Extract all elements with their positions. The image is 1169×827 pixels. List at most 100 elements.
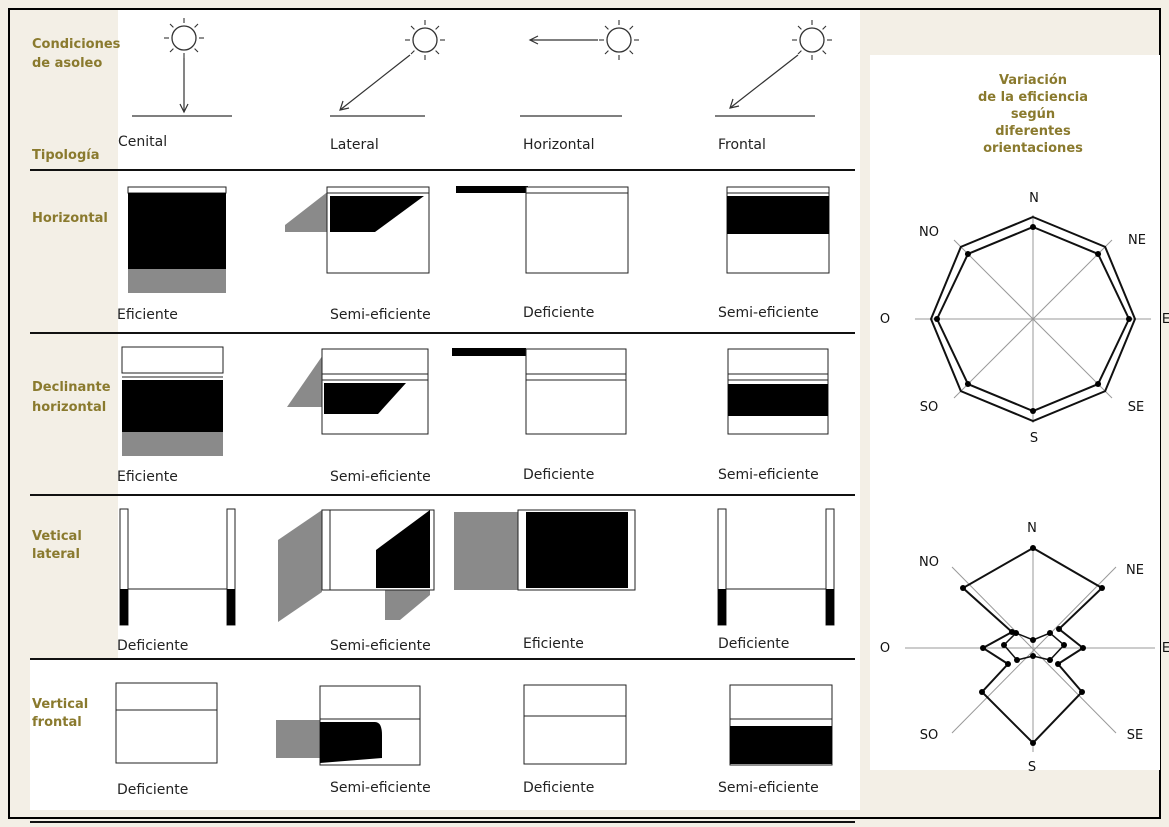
rating-r1-c4: Semi-eficiente — [718, 305, 819, 321]
sun-condition-label-lateral: Lateral — [330, 137, 379, 153]
compass-bottom-point-0 — [1030, 545, 1036, 551]
compass-top-label-s: S — [1030, 431, 1038, 446]
row-label-vertical-frontal-2: frontal — [32, 715, 82, 730]
compass-top-inner-polygon-point-se — [1095, 381, 1102, 388]
cell-vertical-frontal-horizontal — [523, 684, 627, 765]
ray-frontal-arrowhead — [729, 98, 740, 109]
compass-bottom-point-11 — [960, 585, 966, 591]
compass-top-label-e: E — [1162, 312, 1169, 327]
row-label-declinante-2: horizontal — [32, 400, 106, 415]
compass-bottom-point-7 — [979, 689, 985, 695]
ray-frontal — [729, 54, 799, 109]
cell-declinante-cenital — [121, 346, 224, 456]
efficiency-compass-top: N NE E SE S SO O NO — [880, 191, 1169, 446]
sun-condition-label-horizontal: Horizontal — [523, 137, 594, 153]
compass-top-label-so: SO — [920, 400, 938, 415]
row-label-vetical-1: Vetical — [32, 529, 82, 544]
compass-bottom-point-17 — [1014, 657, 1020, 663]
rating-r1-c1: Eficiente — [117, 307, 178, 323]
compass-top-inner-polygon-point-no — [964, 250, 971, 257]
row-label-vetical-2: lateral — [32, 547, 80, 562]
compass-top-label-ne: NE — [1128, 233, 1146, 248]
compass-bottom-label-so: SO — [920, 728, 938, 743]
rating-r4-c1: Deficiente — [117, 782, 188, 798]
compass-bottom-label-ne: NE — [1126, 563, 1144, 578]
cell-declinante-horizontal — [452, 348, 627, 435]
compass-bottom-label-o: O — [880, 641, 890, 656]
row-label-horizontal: Horizontal — [32, 211, 108, 226]
rating-r3-c3: Eficiente — [523, 636, 584, 652]
rating-r1-c2: Semi-eficiente — [330, 307, 431, 323]
compass-top-inner-polygon-point-e — [1126, 316, 1132, 322]
conditions-label-line-2: de asoleo — [32, 56, 102, 71]
compass-bottom-label-se: SE — [1127, 728, 1143, 743]
compass-bottom-point-12 — [1030, 637, 1036, 643]
rating-r1-c3: Deficiente — [523, 305, 594, 321]
compass-bottom-point-18 — [1001, 642, 1007, 648]
cell-vertical-frontal-cenital — [115, 682, 218, 764]
typology-label: Tipología — [32, 148, 99, 163]
ray-cenital-arrowhead — [179, 103, 189, 114]
cell-vertical-lateral-lateral — [278, 509, 435, 622]
row-label-declinante-1: Declinante — [32, 380, 111, 395]
compass-top-inner-polygon-point-n — [1030, 224, 1036, 230]
compass-top-inner-polygon-point-s — [1030, 408, 1036, 414]
compass-top-label-se: SE — [1128, 400, 1144, 415]
cell-vertical-lateral-frontal — [717, 508, 835, 626]
efficiency-title-line-1: Variación — [999, 73, 1067, 88]
compass-bottom-axis-sone — [951, 566, 1117, 734]
compass-top-outer-polygon — [929, 215, 1137, 423]
sun-condition-label-cenital: Cenital — [118, 134, 167, 150]
conditions-label-line-1: Condiciones — [32, 37, 121, 52]
efficiency-title-line-3: según — [1011, 107, 1055, 122]
compass-top-label-n: N — [1029, 191, 1039, 206]
ray-horizontal-arrowhead — [528, 35, 539, 45]
rating-r4-c4: Semi-eficiente — [718, 780, 819, 796]
rating-r4-c2: Semi-eficiente — [330, 780, 431, 796]
compass-bottom-point-19 — [1013, 630, 1019, 636]
cell-vertical-frontal-lateral — [276, 685, 421, 766]
compass-bottom-label-e: E — [1162, 641, 1169, 656]
ray-lateral-arrowhead — [339, 100, 350, 111]
compass-bottom-point-5 — [1079, 689, 1085, 695]
rating-r3-c1: Deficiente — [117, 638, 188, 654]
rating-r2-c3: Deficiente — [523, 467, 594, 483]
rating-r2-c2: Semi-eficiente — [330, 469, 431, 485]
compass-bottom-point-6 — [1030, 740, 1036, 746]
compass-top-inner-polygon-point-ne — [1095, 250, 1102, 257]
efficiency-title-line-4: diferentes — [995, 124, 1071, 139]
rating-r4-c3: Deficiente — [523, 780, 594, 796]
compass-bottom-label-no: NO — [919, 555, 939, 570]
compass-top-inner-polygon-point-o — [934, 316, 940, 322]
sun-icon-frontal — [792, 20, 832, 60]
compass-bottom-point-1 — [1099, 585, 1105, 591]
compass-bottom-label-s: S — [1028, 760, 1036, 775]
efficiency-title-line-5: orientaciones — [983, 141, 1083, 156]
compass-bottom-point-14 — [1061, 642, 1067, 648]
compass-bottom-point-16 — [1030, 653, 1036, 659]
row-label-vertical-frontal-1: Vertical — [32, 697, 88, 712]
sun-icon-lateral — [405, 20, 445, 60]
sun-icon-cenital — [164, 18, 204, 58]
cell-declinante-lateral — [287, 348, 429, 435]
cell-vertical-frontal-frontal — [729, 684, 833, 766]
cell-horizontal-cenital — [127, 186, 227, 293]
ray-lateral — [339, 54, 411, 111]
compass-top-label-no: NO — [919, 225, 939, 240]
compass-bottom-label-n: N — [1027, 521, 1037, 536]
cell-declinante-frontal — [727, 348, 829, 435]
compass-bottom-point-2 — [1056, 626, 1062, 632]
efficiency-compass-bottom: N NE E SE S SO O NO — [880, 521, 1169, 775]
cell-vertical-lateral-horizontal — [454, 509, 636, 591]
cell-vertical-lateral-cenital — [119, 508, 236, 626]
efficiency-title-line-2: de la eficiencia — [978, 90, 1088, 105]
compass-bottom-point-15 — [1047, 657, 1053, 663]
rating-r3-c2: Semi-eficiente — [330, 638, 431, 654]
compass-bottom-point-4 — [1055, 661, 1061, 667]
compass-top-label-o: O — [880, 312, 890, 327]
compass-bottom-point-13 — [1047, 630, 1053, 636]
rating-r2-c4: Semi-eficiente — [718, 467, 819, 483]
rating-r2-c1: Eficiente — [117, 469, 178, 485]
compass-top-inner-polygon-point-so — [964, 381, 971, 388]
